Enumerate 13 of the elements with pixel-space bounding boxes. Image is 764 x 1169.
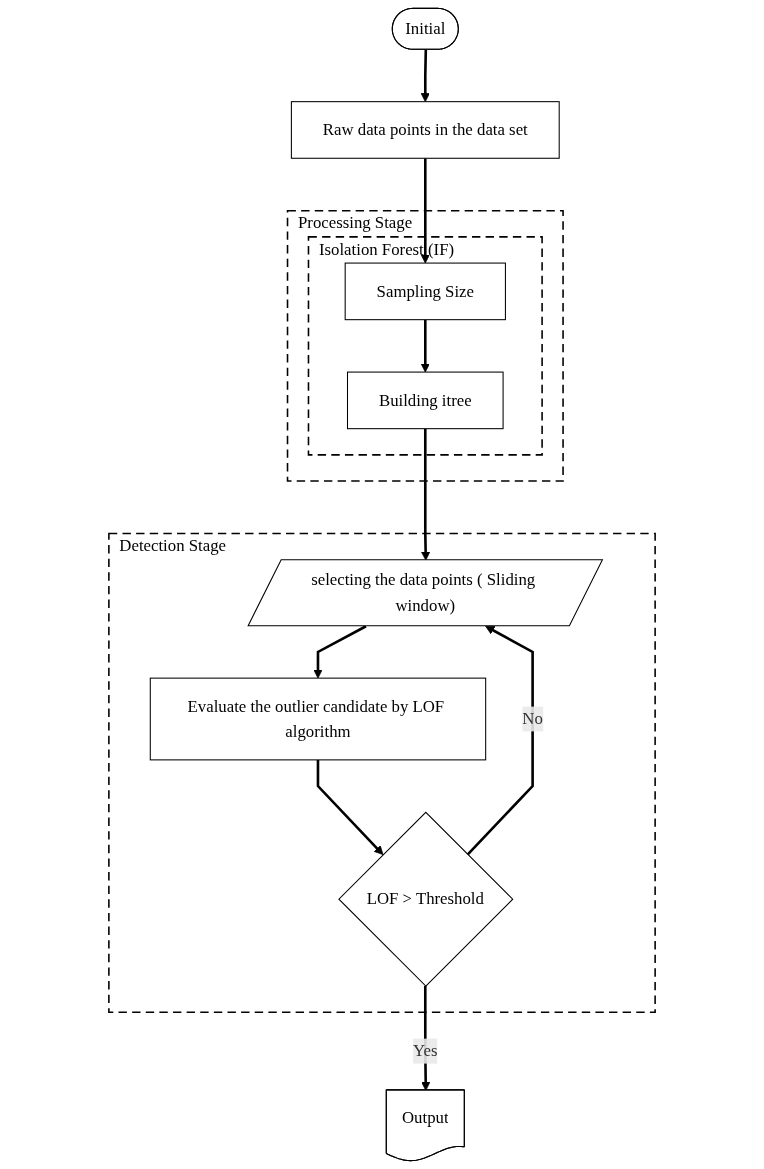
arrow xyxy=(466,625,534,856)
node-box: Sampling Size xyxy=(344,262,506,321)
arrow xyxy=(420,49,430,103)
node-box: Building itree xyxy=(346,371,504,430)
arrow xyxy=(313,625,367,679)
node-diamond: LOF > Threshold xyxy=(338,811,514,987)
edge-label: No xyxy=(522,709,543,728)
arrow xyxy=(420,319,430,373)
arrow xyxy=(316,759,384,855)
node-box: Evaluate the outlier candidate by LOF algorithm xyxy=(149,677,487,761)
arrow xyxy=(420,158,430,264)
edge-label: Yes xyxy=(413,1041,438,1060)
node-box: Raw data points in the data set xyxy=(290,101,560,159)
